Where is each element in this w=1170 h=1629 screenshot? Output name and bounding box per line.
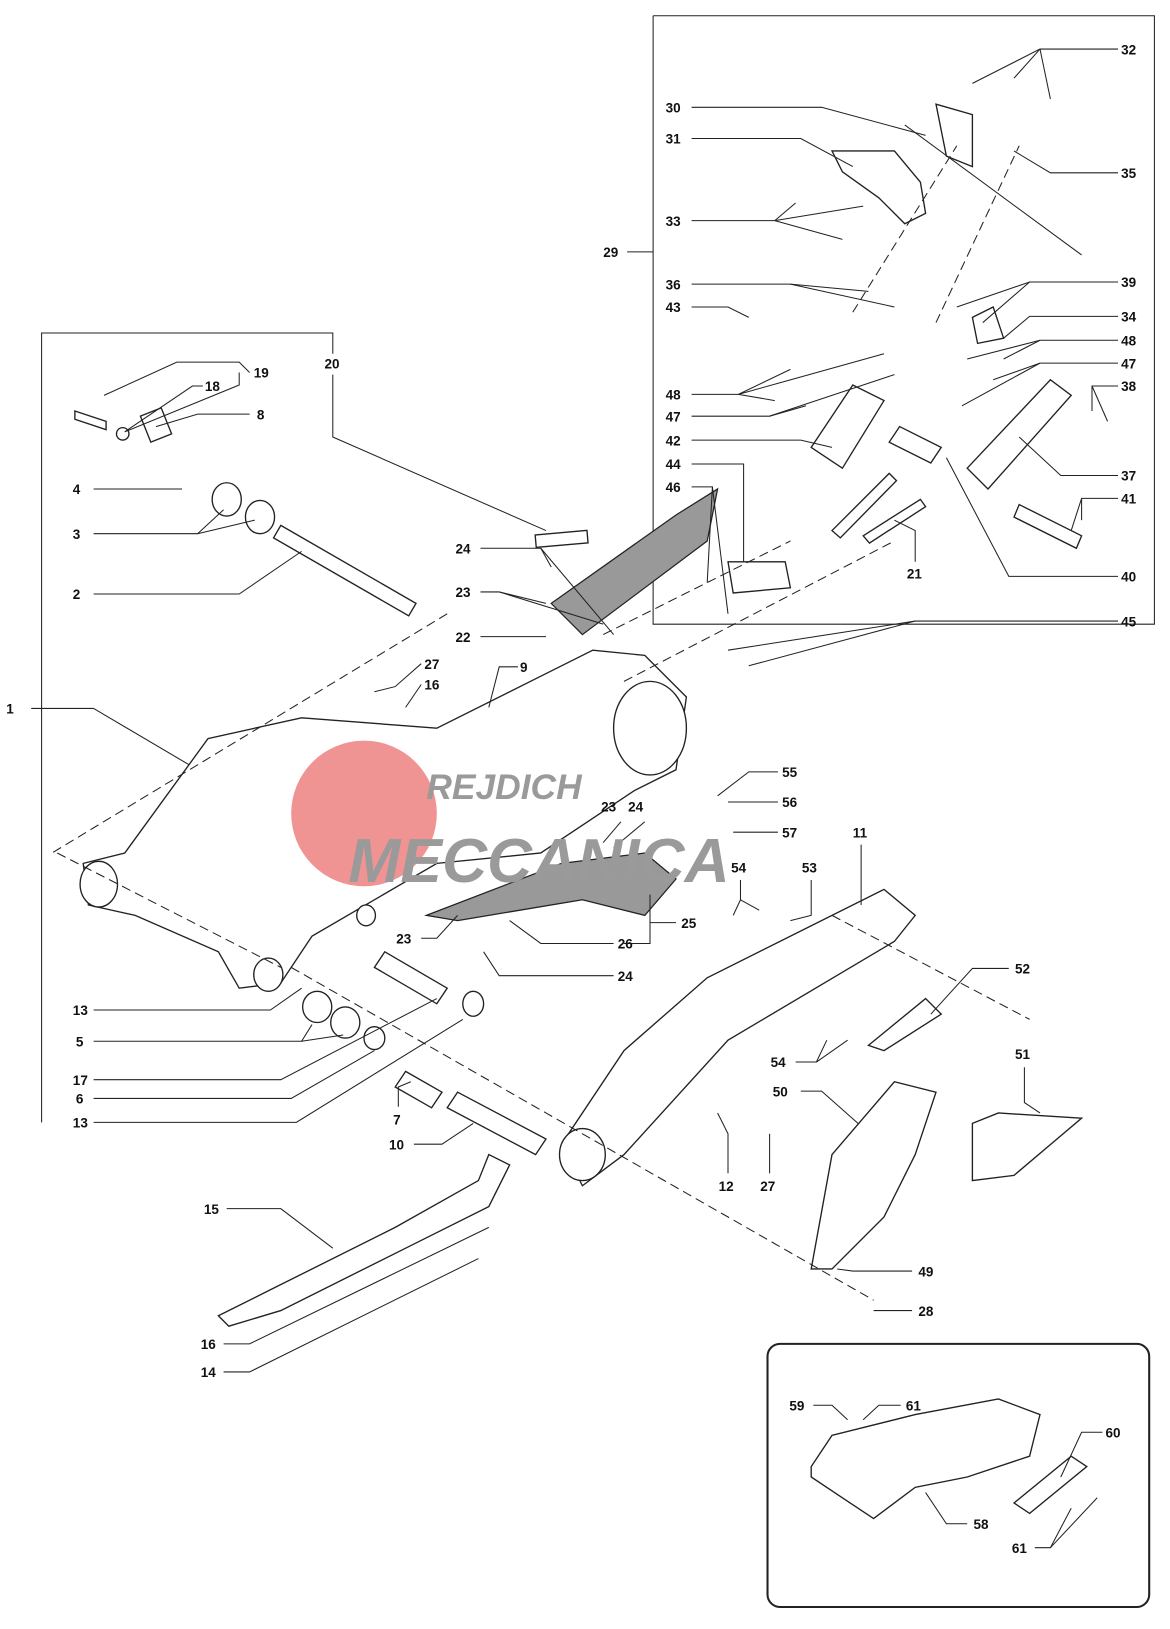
callout: 31 [666, 132, 682, 147]
watermark-logo: REJDICH MECCANICA [291, 740, 730, 896]
callout: 38 [1121, 379, 1137, 394]
callout: 15 [204, 1202, 220, 1217]
callout: 27 [760, 1179, 775, 1194]
callout: 33 [666, 214, 682, 229]
chain-slider [550, 487, 719, 636]
callout: 12 [719, 1179, 734, 1194]
callout: 7 [393, 1112, 401, 1127]
callout: 42 [666, 433, 681, 448]
watermark-line1: REJDICH [426, 768, 583, 807]
callout: 29 [603, 245, 619, 260]
callout: 26 [618, 937, 634, 952]
callout: 18 [205, 379, 221, 394]
callout: 54 [731, 861, 747, 876]
callout: 8 [257, 407, 265, 422]
callout: 23 [396, 931, 412, 946]
callout: 49 [918, 1264, 934, 1279]
assembly-1-bracket [31, 332, 334, 1123]
callout: 5 [76, 1034, 84, 1049]
callout: 60 [1106, 1425, 1121, 1440]
callout: 28 [918, 1304, 934, 1319]
callout: 19 [254, 366, 270, 381]
callout: 57 [782, 825, 797, 840]
callout: 10 [389, 1137, 404, 1152]
callout: 4 [73, 482, 81, 497]
callout: 9 [520, 660, 528, 675]
assembly-29-bracket [627, 15, 1155, 625]
callout-labels: 32 30 31 35 33 29 36 39 43 34 48 47 38 4… [6, 42, 1136, 1556]
callout: 39 [1121, 275, 1137, 290]
callout: 24 [456, 541, 472, 556]
callout: 53 [802, 861, 818, 876]
callout: 61 [906, 1398, 922, 1413]
callout: 25 [681, 916, 697, 931]
inset-box [766, 1342, 1151, 1609]
lower-strip-15 [217, 1153, 511, 1327]
chain-guard [558, 888, 917, 1187]
watermark-circle [291, 740, 437, 887]
callout: 40 [1121, 570, 1136, 585]
watermark-line2: MECCANICA [348, 827, 729, 896]
callout: 3 [73, 527, 81, 542]
bracket-52 [867, 997, 943, 1052]
callout: 23 [601, 799, 617, 814]
callout: 45 [1121, 614, 1137, 629]
callout: 2 [73, 587, 81, 602]
callout: 46 [666, 480, 682, 495]
callout: 48 [666, 388, 682, 403]
callout: 11 [853, 825, 868, 840]
callout: 30 [666, 100, 681, 115]
cover-51 [971, 1112, 1084, 1182]
callout: 17 [73, 1073, 88, 1088]
chain-guard-upper [810, 1081, 937, 1270]
hanger-assembly [727, 103, 1083, 594]
callout: 23 [456, 585, 472, 600]
callout: 56 [782, 795, 798, 810]
label-sticker [534, 529, 589, 549]
callout: 20 [324, 356, 339, 371]
callout: 44 [666, 457, 682, 472]
callout: 36 [666, 277, 682, 292]
callout: 21 [907, 566, 923, 581]
callout: 1 [6, 702, 14, 717]
callout: 32 [1121, 42, 1136, 57]
callout: 27 [424, 657, 439, 672]
callout: 48 [1121, 333, 1137, 348]
callout: 24 [628, 799, 644, 814]
callout: 51 [1015, 1047, 1031, 1062]
callout: 24 [618, 969, 634, 984]
leader-lines [93, 48, 1118, 1549]
callout: 50 [773, 1084, 788, 1099]
inset-guard-58 [810, 1398, 1041, 1520]
callout: 13 [73, 1116, 89, 1131]
callout: 16 [424, 678, 440, 693]
callout: 22 [456, 630, 471, 645]
callout: 61 [1012, 1541, 1028, 1556]
callout: 54 [771, 1055, 787, 1070]
callout: 41 [1121, 492, 1137, 507]
callout: 58 [973, 1517, 989, 1532]
callout: 43 [666, 300, 682, 315]
callout: 37 [1121, 469, 1136, 484]
callout: 13 [73, 1003, 89, 1018]
assembly-lines [51, 145, 1030, 1301]
callout: 6 [76, 1092, 84, 1107]
lower-guard [424, 852, 677, 922]
callout: 16 [201, 1337, 217, 1352]
inset-plate-60 [1012, 1455, 1088, 1515]
callout: 47 [1121, 356, 1136, 371]
bushings [301, 904, 547, 1156]
pivot-shaft [74, 406, 417, 617]
callout: 59 [789, 1398, 805, 1413]
callout: 52 [1015, 962, 1030, 977]
callout: 14 [201, 1365, 217, 1380]
callout: 35 [1121, 166, 1137, 181]
callout: 47 [666, 409, 681, 424]
callout: 55 [782, 765, 798, 780]
callout: 34 [1121, 310, 1137, 325]
